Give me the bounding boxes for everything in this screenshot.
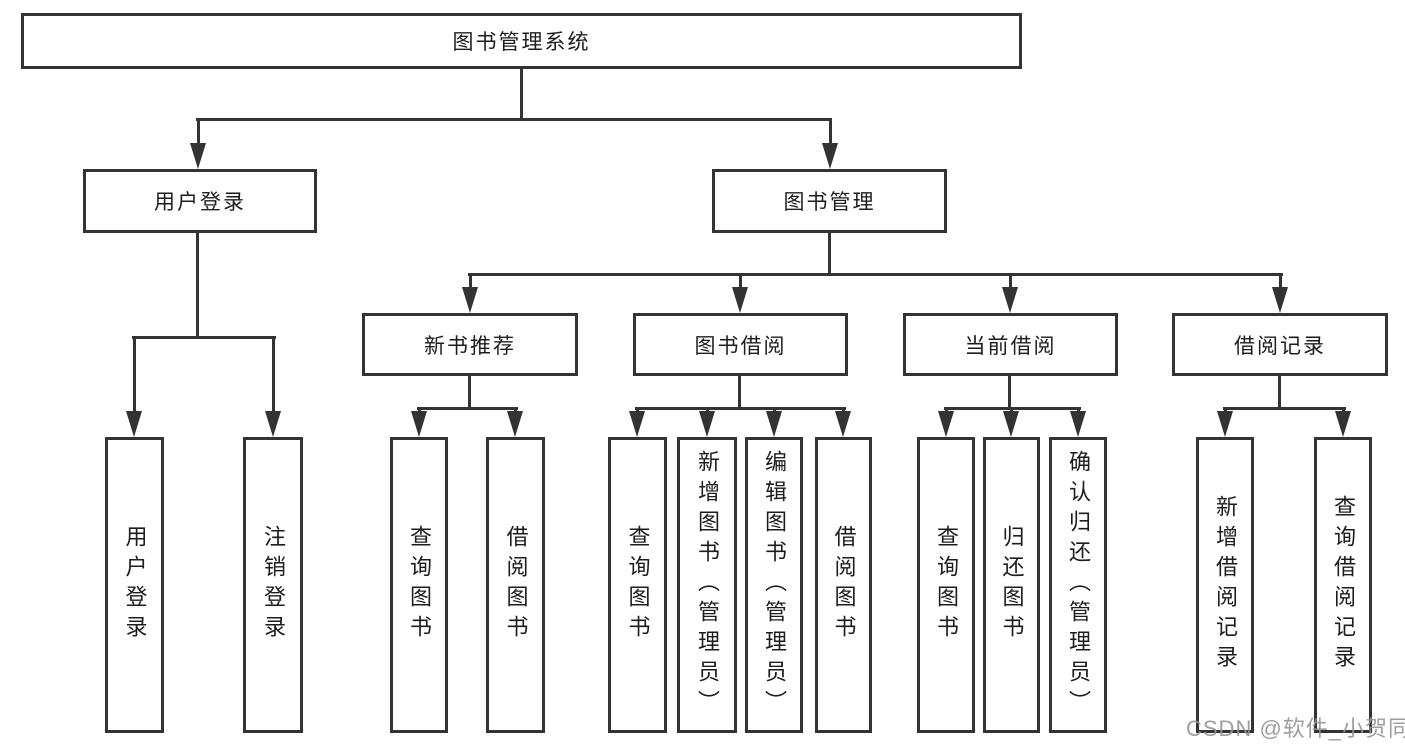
arrowhead-to-leaf-add-borrow-record bbox=[1217, 407, 1233, 437]
arrowhead-to-borrow-records bbox=[1272, 273, 1288, 313]
node-book-borrow: 图书借阅 bbox=[633, 313, 848, 376]
leaf-confirm-return-admin: 确认归还（管理员） bbox=[1049, 437, 1107, 733]
arrowhead-to-leaf-query-books-2 bbox=[629, 407, 645, 437]
arrowhead-to-leaf-query-books-3 bbox=[938, 407, 954, 437]
leaf-edit-books-admin: 编辑图书（管理员） bbox=[745, 437, 803, 733]
leaf-label: 查询图书 bbox=[625, 525, 651, 645]
connector-book-borrow-stem bbox=[738, 376, 741, 410]
connector-user-login-crossbar bbox=[132, 336, 276, 339]
arrowhead-to-book-management bbox=[822, 118, 838, 169]
arrowhead-to-user-login bbox=[190, 118, 206, 169]
arrowhead-to-new-book-recommend bbox=[462, 273, 478, 313]
connector-root-stem bbox=[520, 69, 523, 121]
node-user-login: 用户登录 bbox=[83, 169, 317, 233]
leaf-label: 查询图书 bbox=[934, 525, 959, 645]
arrowhead-to-leaf-user-login bbox=[126, 336, 142, 437]
leaf-label: 查询借阅记录 bbox=[1331, 495, 1356, 675]
leaf-label: 用户登录 bbox=[122, 525, 148, 645]
leaf-query-books-recommend: 查询图书 bbox=[390, 437, 448, 733]
leaf-borrow-books: 借阅图书 bbox=[815, 437, 872, 733]
node-label: 借阅记录 bbox=[1234, 334, 1326, 358]
node-label: 图书管理系统 bbox=[452, 31, 591, 54]
connector-root-crossbar bbox=[196, 118, 832, 121]
leaf-return-books: 归还图书 bbox=[983, 437, 1040, 733]
leaf-label: 新增借阅记录 bbox=[1213, 495, 1238, 675]
leaf-label: 借阅图书 bbox=[831, 525, 857, 645]
leaf-label: 确认归还（管理员） bbox=[1066, 450, 1091, 720]
csdn-watermark: CSDN @软件_小贺同学 bbox=[1186, 716, 1405, 741]
connector-book-borrow-crossbar bbox=[635, 407, 846, 410]
connector-current-borrow-crossbar bbox=[944, 407, 1081, 410]
node-label: 新书推荐 bbox=[424, 334, 516, 358]
node-borrow-records: 借阅记录 bbox=[1172, 313, 1388, 376]
leaf-label: 借阅图书 bbox=[503, 525, 529, 645]
node-book-management: 图书管理 bbox=[712, 169, 947, 233]
connector-book-management-stem bbox=[828, 233, 831, 276]
node-root-book-management-system: 图书管理系统 bbox=[21, 13, 1022, 69]
arrowhead-to-leaf-return-books bbox=[1003, 407, 1019, 437]
node-current-borrow: 当前借阅 bbox=[903, 313, 1118, 376]
arrowhead-to-leaf-query-books-1 bbox=[411, 407, 427, 437]
node-new-book-recommend: 新书推荐 bbox=[362, 313, 578, 376]
leaf-add-books-admin: 新增图书（管理员） bbox=[677, 437, 737, 733]
arrowhead-to-current-borrow bbox=[1002, 273, 1018, 313]
node-label: 图书借阅 bbox=[694, 334, 787, 358]
connector-current-borrow-stem bbox=[1008, 376, 1011, 410]
node-label: 用户登录 bbox=[154, 191, 246, 214]
connector-user-login-stem bbox=[196, 233, 199, 339]
leaf-query-books-current: 查询图书 bbox=[917, 437, 975, 733]
leaf-label: 编辑图书（管理员） bbox=[762, 450, 787, 720]
leaf-borrow-books-recommend: 借阅图书 bbox=[486, 437, 545, 733]
leaf-label: 注销登录 bbox=[261, 525, 286, 645]
arrowhead-to-book-borrow bbox=[732, 273, 748, 313]
connector-borrow-records-stem bbox=[1278, 376, 1281, 410]
leaf-query-borrow-record: 查询借阅记录 bbox=[1314, 437, 1372, 733]
connector-borrow-records-crossbar bbox=[1223, 407, 1346, 410]
arrowhead-to-leaf-add-books bbox=[699, 407, 715, 437]
leaf-logout: 注销登录 bbox=[243, 437, 303, 733]
arrowhead-to-leaf-confirm-return bbox=[1070, 407, 1086, 437]
connector-level3-crossbar bbox=[468, 273, 1283, 276]
leaf-query-books-borrow: 查询图书 bbox=[608, 437, 667, 733]
leaf-user-login: 用户登录 bbox=[105, 437, 164, 733]
connector-new-book-crossbar bbox=[417, 407, 518, 410]
arrowhead-to-leaf-logout bbox=[265, 336, 281, 437]
arrowhead-to-leaf-edit-books bbox=[766, 407, 782, 437]
leaf-add-borrow-record: 新增借阅记录 bbox=[1196, 437, 1254, 733]
arrowhead-to-leaf-query-borrow-record bbox=[1335, 407, 1351, 437]
node-label: 当前借阅 bbox=[964, 334, 1057, 358]
connector-new-book-stem bbox=[468, 376, 471, 410]
leaf-label: 新增图书（管理员） bbox=[695, 450, 720, 720]
leaf-label: 查询图书 bbox=[407, 525, 432, 645]
leaf-label: 归还图书 bbox=[999, 525, 1025, 645]
node-label: 图书管理 bbox=[783, 191, 876, 214]
arrowhead-to-leaf-borrow-books-1 bbox=[507, 407, 523, 437]
arrowhead-to-leaf-borrow-books-2 bbox=[835, 407, 851, 437]
